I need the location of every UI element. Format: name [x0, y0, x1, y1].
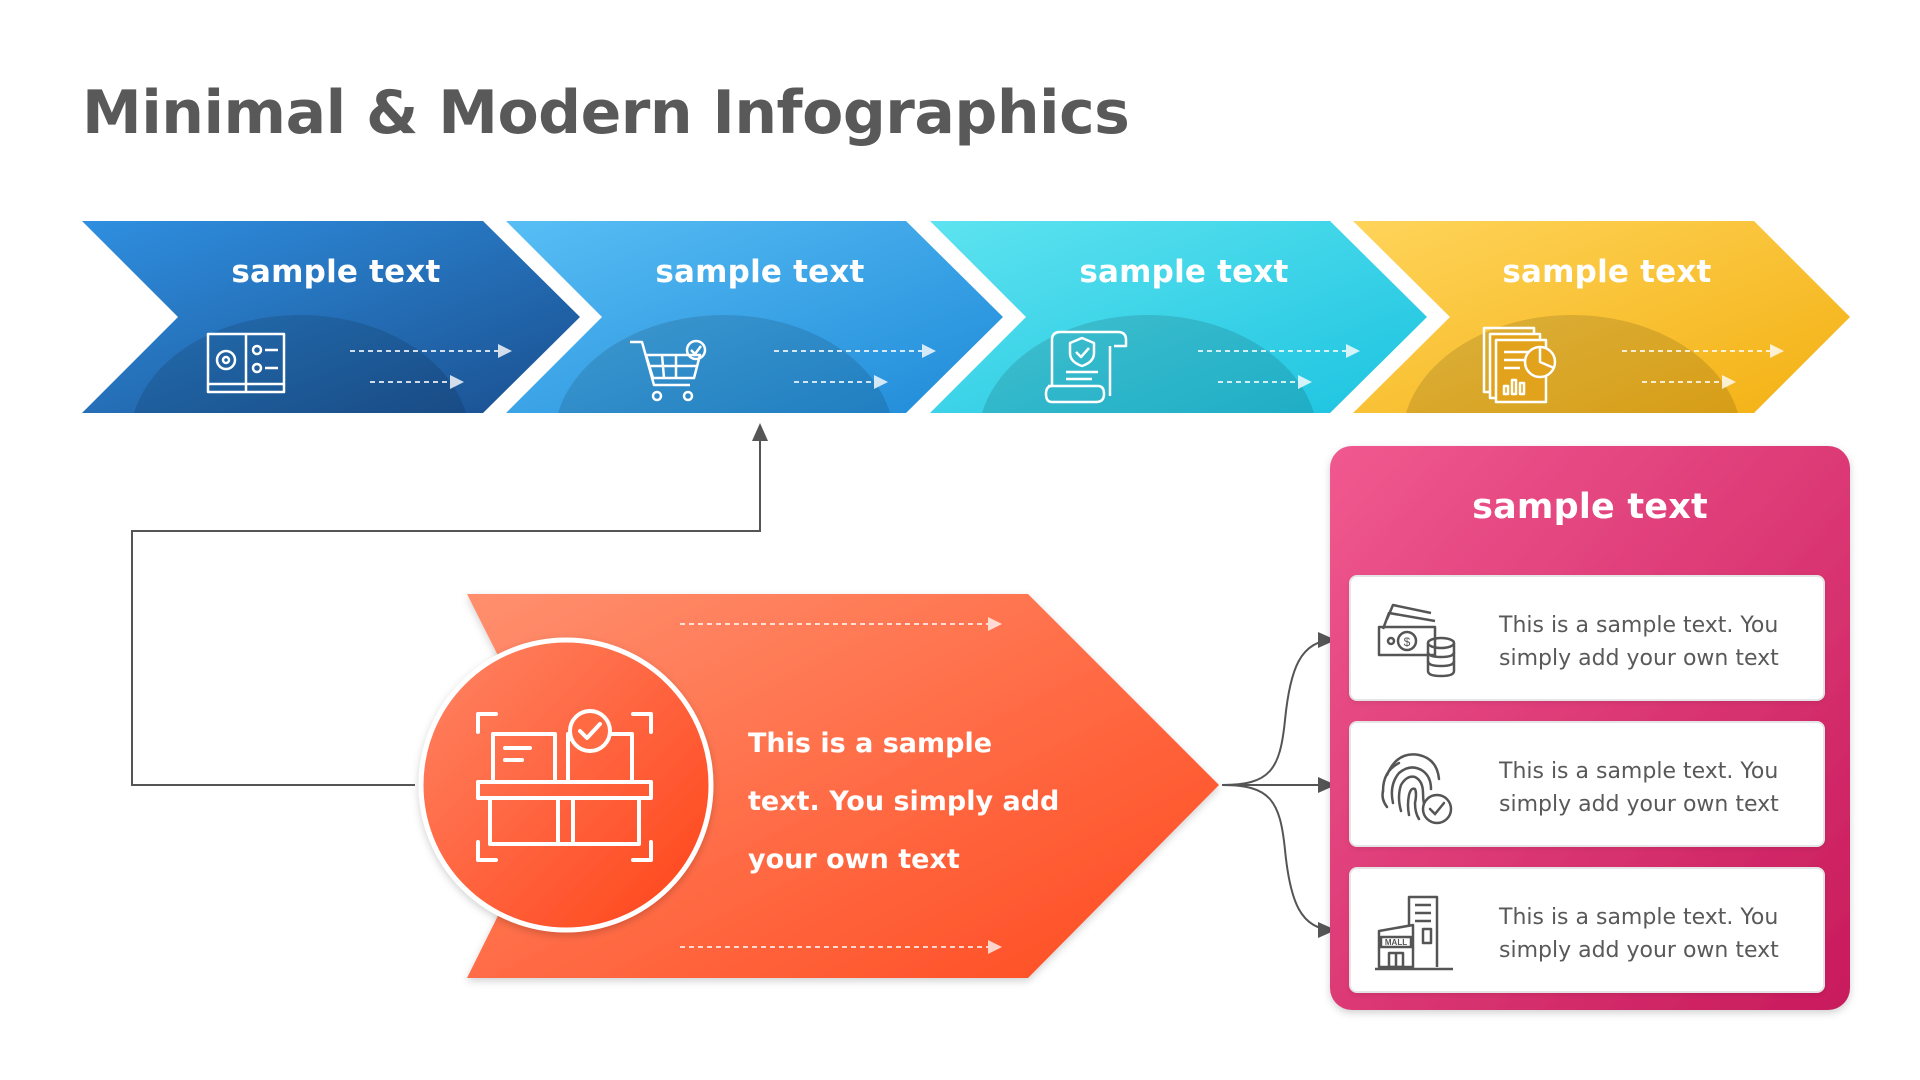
certificate-scroll-icon — [1044, 330, 1128, 404]
step-label-2: sample text — [655, 254, 865, 290]
panel-card-2-text: This is a sample text. You simply add yo… — [1499, 759, 1779, 817]
fingerprint-check-icon — [1381, 753, 1453, 825]
center-description: This is a sample text. You simply add yo… — [748, 728, 1060, 875]
product-scan-icon — [476, 709, 653, 862]
center-circle — [418, 637, 714, 933]
svg-text:MALL: MALL — [1385, 938, 1407, 947]
svg-text:$: $ — [1404, 635, 1411, 649]
report-chart-icon — [1482, 326, 1557, 404]
step-label-4: sample text — [1502, 254, 1712, 290]
step-label-3: sample text — [1079, 254, 1289, 290]
panel-card-3: MALL This is a sample text. You simply a… — [1349, 867, 1825, 993]
branch-connectors — [1221, 632, 1336, 938]
shopping-cart-icon — [630, 339, 707, 402]
panel-card-1: $ This is a sample text. You simply add … — [1349, 575, 1825, 701]
step-chevron-2 — [506, 221, 1003, 413]
book-settings-icon — [206, 332, 286, 394]
step-chevron-4 — [1353, 221, 1850, 413]
panel-card-2: This is a sample text. You simply add yo… — [1349, 721, 1825, 847]
step-label-1: sample text — [231, 254, 441, 290]
page-title: Minimal & Modern Infographics — [82, 78, 1130, 148]
panel-title: sample text — [1472, 487, 1708, 527]
panel-card-3-text: This is a sample text. You simply add yo… — [1499, 905, 1779, 963]
panel-card-1-text: This is a sample text. You simply add yo… — [1499, 613, 1779, 671]
mall-building-icon: MALL — [1375, 895, 1453, 971]
connector-line — [131, 423, 768, 786]
money-coins-icon: $ — [1377, 603, 1456, 678]
step-chevron-1 — [82, 221, 580, 413]
step-chevron-3 — [930, 221, 1427, 413]
